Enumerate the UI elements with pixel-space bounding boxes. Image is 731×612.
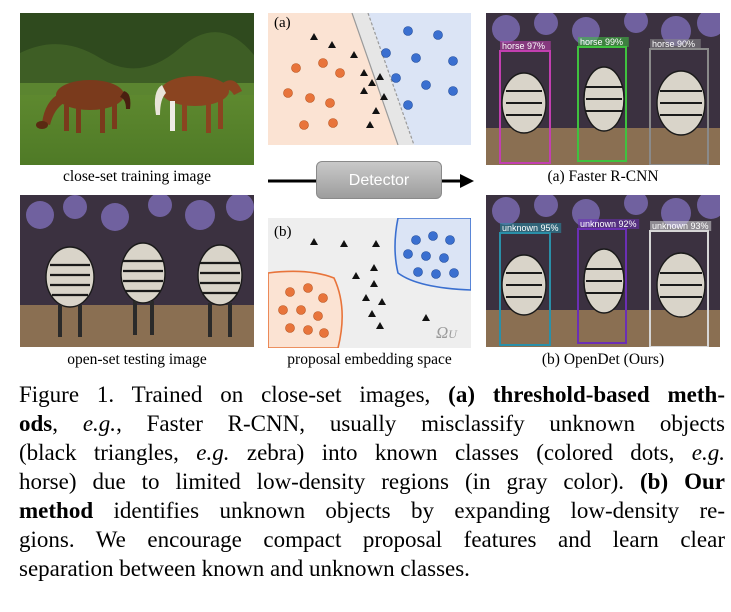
omega-symbol: Ω	[436, 323, 449, 342]
faster-rcnn-box-label-bg-3	[650, 39, 701, 49]
detector-box: Detector	[316, 161, 442, 199]
faster-rcnn-caption: (a) Faster R-CNN	[547, 168, 659, 185]
caption-line-6: gions. We encourage compact proposal fea…	[19, 527, 725, 552]
close-set-training-caption: close-set training image	[62, 168, 212, 185]
caption-line-2: ods, e.g., Faster R-CNN, usually misclas…	[19, 411, 725, 436]
opendet-result-image: unknown 95% unknown 92% unknown 93%	[486, 195, 720, 347]
proposal-embedding-caption: proposal embedding space	[287, 351, 452, 368]
faster-rcnn-box-label-3: horse 90%	[652, 39, 695, 49]
faster-rcnn-box-label-1: horse 97%	[502, 41, 545, 51]
faster-rcnn-box-label-bg-1	[500, 41, 551, 51]
close-set-training-image	[20, 13, 254, 165]
omega-u-label: ΩU	[436, 323, 457, 343]
opendet-box-label-bg-3	[650, 221, 712, 231]
caption-line-3: (black triangles, e.g. zebra) into known…	[19, 440, 725, 465]
faster-rcnn-result-image: horse 97% horse 99% horse 90%	[486, 13, 720, 165]
opendet-box-label-bg-1	[500, 223, 562, 233]
faster-rcnn-box-label-bg-2	[578, 37, 629, 47]
caption-line-5: method identifies unknown objects by exp…	[19, 498, 725, 523]
caption-line-7: separation between known and unknown cla…	[19, 556, 470, 581]
omega-subscript: U	[448, 327, 457, 341]
opendet-box-label-3: unknown 93%	[652, 221, 709, 231]
open-set-testing-image	[20, 195, 254, 347]
opendet-caption: (b) OpenDet (Ours)	[541, 351, 665, 368]
panel-a-label: (a)	[274, 15, 291, 31]
opendet-box-label-1: unknown 95%	[502, 223, 559, 233]
opendet-box-label-bg-2	[578, 219, 640, 229]
embedding-panel-a: (a)	[268, 12, 471, 146]
open-set-testing-caption: open-set testing image	[67, 351, 207, 368]
faster-rcnn-box-label-2: horse 99%	[580, 37, 623, 47]
caption-line-4: horse) due to limited low-density region…	[19, 469, 725, 494]
figure-caption: Figure 1. Trained on close-set images, (…	[19, 380, 725, 583]
opendet-box-label-2: unknown 92%	[580, 219, 637, 229]
embedding-panel-b: (b) ΩU	[267, 217, 472, 349]
panel-b-label: (b)	[274, 224, 292, 240]
caption-line-1: Figure 1. Trained on close-set images, (…	[19, 382, 725, 407]
